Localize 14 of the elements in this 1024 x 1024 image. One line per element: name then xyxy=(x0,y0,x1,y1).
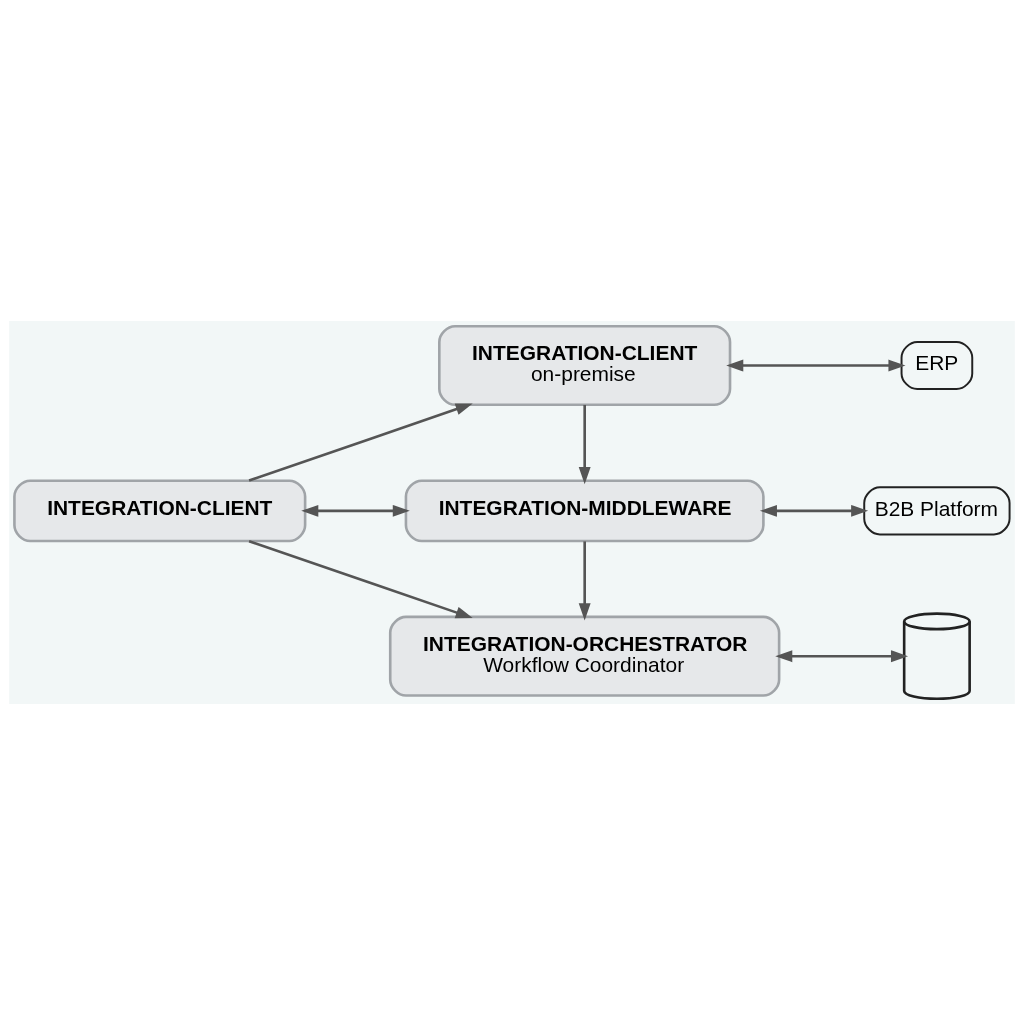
node-box: ERP xyxy=(900,340,974,390)
arrow xyxy=(578,404,591,484)
node-box: INTEGRATION-CLIENT on-premise xyxy=(438,324,732,406)
node-box: INTEGRATION-CLIENT xyxy=(13,478,307,542)
arrow xyxy=(578,540,591,620)
arrow xyxy=(248,539,473,618)
node-box: INTEGRATION-MIDDLEWARE xyxy=(404,478,765,542)
node-box: INTEGRATION-ORCHESTRATOR Workflow Coordinator xyxy=(388,615,781,697)
arrow xyxy=(248,403,473,482)
arrow xyxy=(759,504,869,517)
arrow xyxy=(726,359,906,371)
node-box: B2B Platform xyxy=(863,485,1011,535)
arrow xyxy=(775,649,909,662)
arrow xyxy=(301,504,410,517)
